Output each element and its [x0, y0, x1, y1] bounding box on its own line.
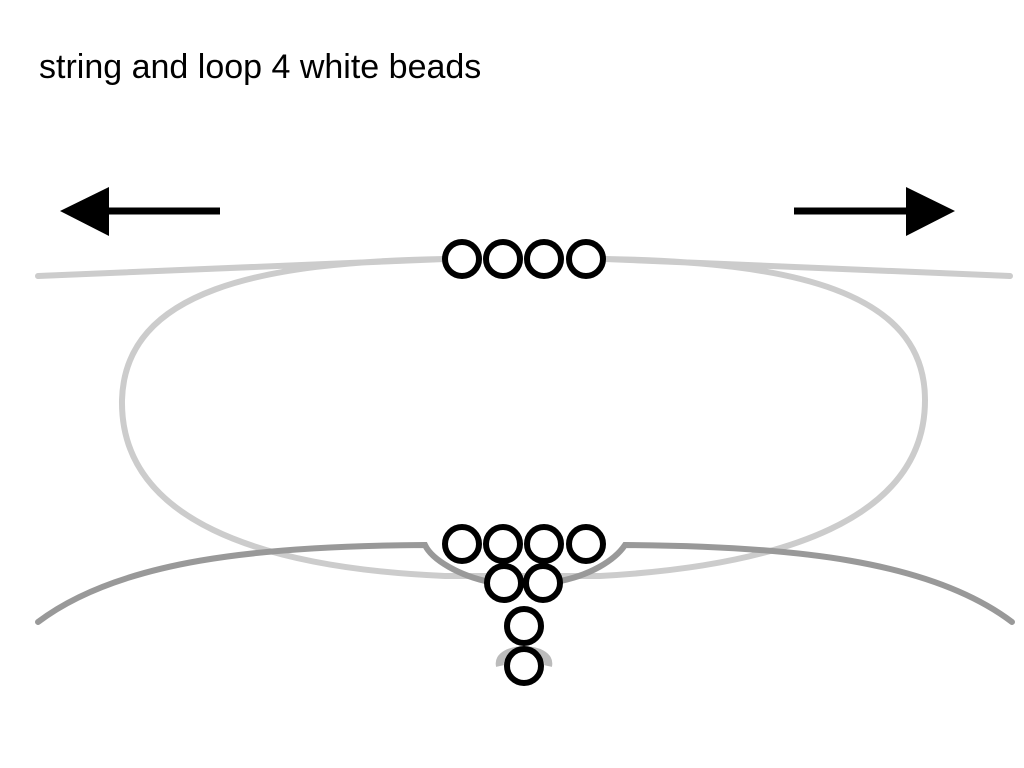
bead: [484, 563, 524, 603]
bead: [523, 563, 563, 603]
left-arrow-icon: [60, 187, 220, 236]
bead: [483, 524, 523, 564]
bead: [524, 239, 564, 279]
bead: [483, 239, 523, 279]
diagram-title: string and loop 4 white beads: [39, 48, 482, 86]
bead: [524, 524, 564, 564]
bead: [566, 524, 606, 564]
bead: [442, 239, 482, 279]
bead: [504, 646, 544, 686]
bead: [566, 239, 606, 279]
right-arrow-icon: [794, 187, 955, 236]
loop-string: [35, 256, 1013, 579]
bead: [442, 524, 482, 564]
bead: [504, 606, 544, 646]
lower-string: [35, 541, 1015, 625]
